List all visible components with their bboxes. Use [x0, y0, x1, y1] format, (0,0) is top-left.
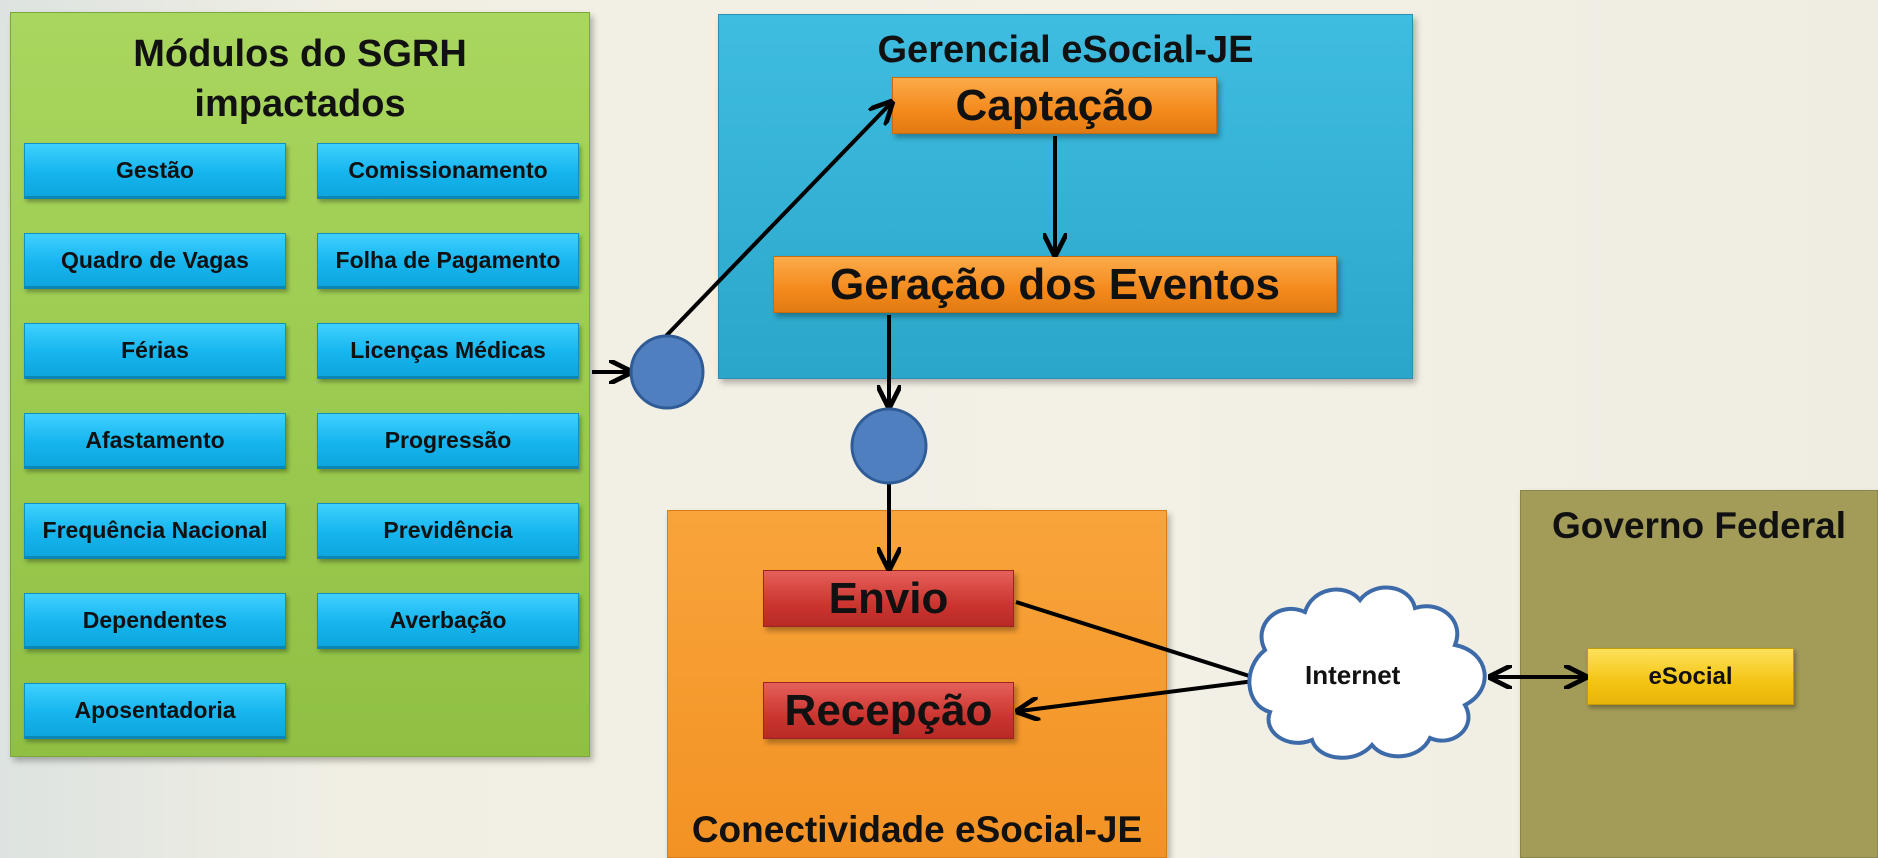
module-ferias[interactable]: Férias	[24, 323, 286, 379]
module-progressao[interactable]: Progressão	[317, 413, 579, 469]
modules-panel: Módulos do SGRH impactados Gestão Quadro…	[10, 12, 590, 757]
modules-panel-title: Módulos do SGRH impactados	[11, 29, 589, 129]
module-afastamento[interactable]: Afastamento	[24, 413, 286, 469]
conectividade-panel-title: Conectividade eSocial-JE	[691, 809, 1143, 850]
gerencial-panel: Gerencial eSocial-JE	[718, 14, 1413, 379]
module-quadro-de-vagas[interactable]: Quadro de Vagas	[24, 233, 286, 289]
governo-federal-title: Governo Federal	[1551, 505, 1847, 546]
connector-circle-1	[629, 334, 705, 410]
connector-circle-2	[850, 407, 928, 485]
module-licencas-medicas[interactable]: Licenças Médicas	[317, 323, 579, 379]
module-comissionamento[interactable]: Comissionamento	[317, 143, 579, 199]
module-averbacao[interactable]: Averbação	[317, 593, 579, 649]
internet-label: Internet	[1305, 660, 1401, 690]
modules-title-line2: impactados	[194, 83, 406, 125]
gerencial-panel-title: Gerencial eSocial-JE	[877, 29, 1254, 71]
geracao-eventos-box[interactable]: Geração dos Eventos	[773, 256, 1337, 313]
module-frequencia-nacional[interactable]: Frequência Nacional	[24, 503, 286, 559]
recepcao-box[interactable]: Recepção	[763, 682, 1014, 739]
envio-box[interactable]: Envio	[763, 570, 1014, 627]
esocial-box[interactable]: eSocial	[1587, 648, 1794, 705]
module-folha-de-pagamento[interactable]: Folha de Pagamento	[317, 233, 579, 289]
module-gestao[interactable]: Gestão	[24, 143, 286, 199]
module-aposentadoria[interactable]: Aposentadoria	[24, 683, 286, 739]
module-dependentes[interactable]: Dependentes	[24, 593, 286, 649]
module-previdencia[interactable]: Previdência	[317, 503, 579, 559]
modules-title-line1: Módulos do SGRH	[133, 33, 467, 75]
captacao-box[interactable]: Captação	[892, 77, 1217, 134]
